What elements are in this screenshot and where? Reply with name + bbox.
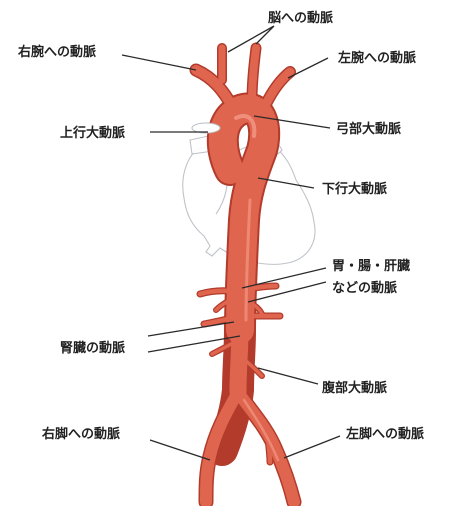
label-gi-line2: などの動脈 bbox=[332, 280, 397, 296]
label-right-leg: 右脚への動脈 bbox=[41, 426, 120, 442]
label-descending: 下行大動脈 bbox=[322, 181, 387, 197]
label-brain: 脳への動脈 bbox=[268, 10, 333, 26]
label-arch: 弓部大動脈 bbox=[336, 121, 401, 137]
leader-left-leg bbox=[284, 436, 340, 458]
leader-kidney-1 bbox=[148, 322, 234, 336]
label-kidney: 腎臓の動脈 bbox=[60, 340, 125, 356]
label-left-arm: 左腕への動脈 bbox=[338, 50, 416, 66]
label-abdominal: 腹部大動脈 bbox=[322, 380, 387, 396]
leader-abdominal bbox=[258, 368, 318, 384]
label-left-leg: 左脚への動脈 bbox=[346, 426, 424, 442]
label-right-arm: 右腕への動脈 bbox=[17, 44, 96, 60]
leader-right-arm bbox=[122, 55, 196, 70]
label-ascending: 上行大動脈 bbox=[60, 125, 125, 141]
label-gi-line1: 胃・腸・肝臓 bbox=[332, 258, 410, 274]
leader-right-leg bbox=[150, 440, 210, 460]
